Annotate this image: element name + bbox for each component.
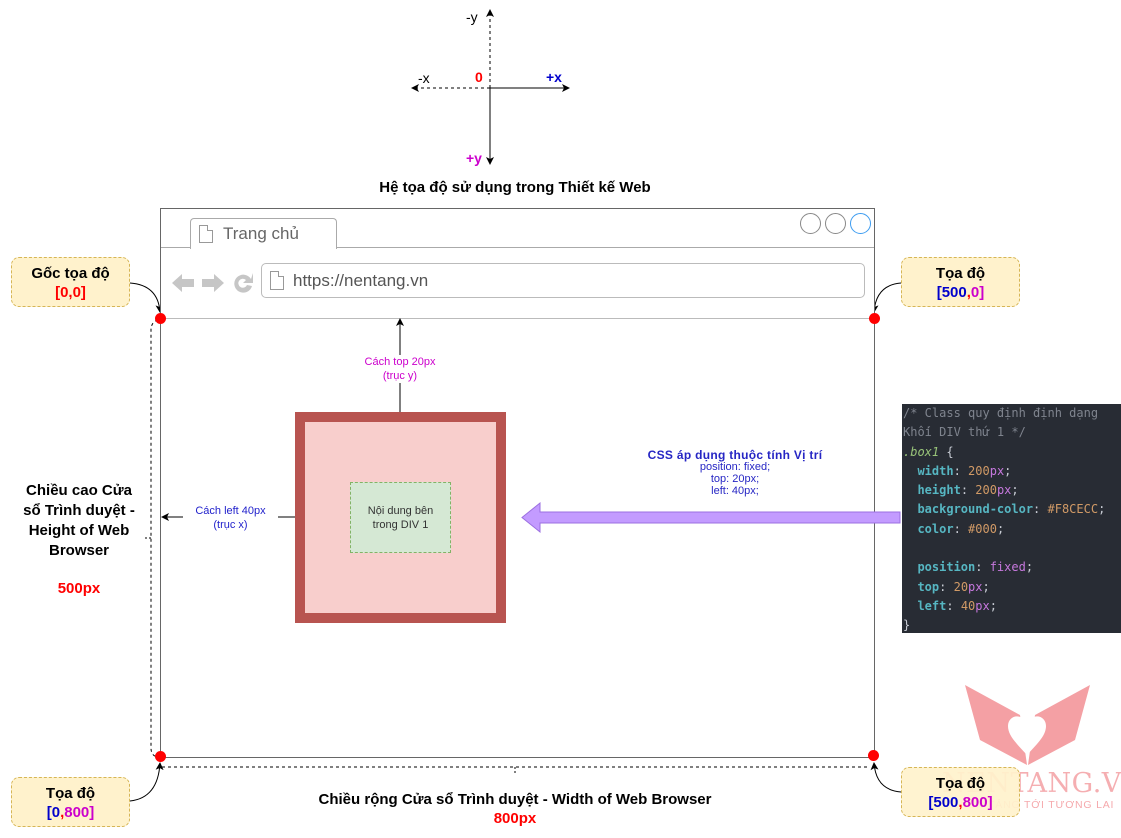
height-label: Chiều cao Cửa sổ Trình duyệt - Height of… — [0, 481, 158, 599]
reload-icon[interactable] — [231, 271, 255, 295]
connector-top-left — [129, 282, 164, 313]
note-top-right: Tọa độ [500,0] — [901, 257, 1020, 307]
note-label: Gốc tọa độ — [31, 265, 110, 282]
code-decl: position: fixed; — [917, 560, 1034, 575]
css-position-note: CSS áp dụng thuộc tính Vị trí position: … — [600, 449, 870, 497]
code-decl: height: 200px; — [917, 483, 1019, 498]
code-decl: width: 200px; — [917, 463, 1012, 478]
connector-bottom-left — [129, 762, 164, 802]
note-bottom-right: Tọa độ [500,800] — [901, 767, 1020, 817]
code-decl: color: #000; — [917, 521, 1005, 536]
left-offset-axis: (trục x) — [213, 519, 248, 531]
corner-dot-top-left — [155, 313, 166, 324]
axis-label-pos-x: +x — [546, 69, 562, 85]
height-label-line: sổ Trình duyệt - — [23, 502, 135, 519]
top-offset-text: Cách top 20px — [364, 356, 436, 368]
axis-label-neg-x: -x — [418, 70, 430, 86]
width-label: Chiều rộng Cửa sổ Trình duyệt - Width of… — [270, 790, 760, 828]
axis-label-pos-y: +y — [466, 150, 482, 166]
maximize-button[interactable] — [825, 213, 846, 234]
viewport-top-edge — [161, 318, 874, 319]
page-icon — [199, 225, 213, 243]
code-decl: background-color: #F8CECC; — [917, 502, 1106, 517]
div-box1 — [295, 412, 506, 623]
connector-top-right — [870, 282, 902, 313]
height-value: 500px — [57, 580, 101, 597]
note-label: Tọa độ — [45, 785, 96, 802]
url-text: https://nentang.vn — [293, 271, 429, 290]
tab-bar-divider — [161, 247, 874, 248]
corner-dot-top-right — [869, 313, 880, 324]
div-inner-content: Nội dung bên trong DIV 1 — [350, 482, 451, 553]
width-value: 800px — [493, 810, 537, 827]
note-coords: [0,0] — [55, 284, 86, 301]
height-label-line: Height of Web — [28, 522, 130, 539]
note-origin: Gốc tọa độ [0,0] — [11, 257, 130, 307]
note-coords: [0,800] — [46, 804, 95, 821]
connector-bottom-right — [870, 762, 902, 793]
coordinate-system-title: Hệ tọa độ sử dụng trong Thiết kế Web — [379, 179, 651, 196]
browser-tab[interactable]: Trang chủ — [190, 218, 337, 249]
note-coords: [500,0] — [936, 284, 985, 301]
css-note-line: left: 40px; — [711, 485, 759, 497]
page-icon — [270, 271, 284, 290]
code-close-brace: } — [903, 618, 911, 633]
tab-label: Trang chủ — [223, 224, 299, 243]
book-heart-icon — [965, 685, 1090, 765]
note-coords: [500,800] — [928, 794, 993, 811]
back-arrow-icon[interactable] — [171, 271, 195, 295]
code-comment: /* Class quy định định dạng — [903, 406, 1099, 420]
div-content-line: Nội dung bên — [367, 504, 434, 517]
code-decl: top: 20px; — [917, 579, 990, 594]
axis-label-neg-y: -y — [466, 9, 478, 25]
corner-dot-bottom-left — [155, 751, 166, 762]
browser-window: Trang chủ https://nentang.vn — [160, 208, 875, 758]
width-label-text: Chiều rộng Cửa sổ Trình duyệt - Width of… — [318, 791, 712, 808]
top-offset-label: Cách top 20px (trục y) — [340, 355, 460, 383]
css-note-title: CSS áp dụng thuộc tính Vị trí — [647, 448, 823, 462]
code-comment: Khối DIV thứ 1 */ — [903, 425, 1026, 440]
left-offset-text: Cách left 40px — [195, 505, 266, 517]
css-note-line: position: fixed; — [699, 461, 771, 473]
axis-label-origin: 0 — [475, 69, 483, 85]
forward-arrow-icon[interactable] — [201, 271, 225, 295]
css-note-line: top: 20px; — [710, 473, 760, 485]
minimize-button[interactable] — [800, 213, 821, 234]
note-label: Tọa độ — [935, 775, 986, 792]
close-button[interactable] — [850, 213, 871, 234]
code-selector-line: .box1 { — [903, 444, 954, 459]
url-bar[interactable]: https://nentang.vn — [261, 263, 865, 298]
code-decl: left: 40px; — [917, 598, 997, 613]
div-content-line: trong DIV 1 — [372, 518, 429, 531]
corner-dot-bottom-right — [868, 750, 879, 761]
top-offset-axis: (trục y) — [382, 370, 418, 382]
left-offset-label: Cách left 40px (trục x) — [183, 504, 278, 532]
height-label-line: Chiều cao Cửa — [26, 482, 132, 499]
note-label: Tọa độ — [935, 265, 986, 282]
note-bottom-left: Tọa độ [0,800] — [11, 777, 130, 827]
height-label-line: Browser — [48, 542, 110, 559]
